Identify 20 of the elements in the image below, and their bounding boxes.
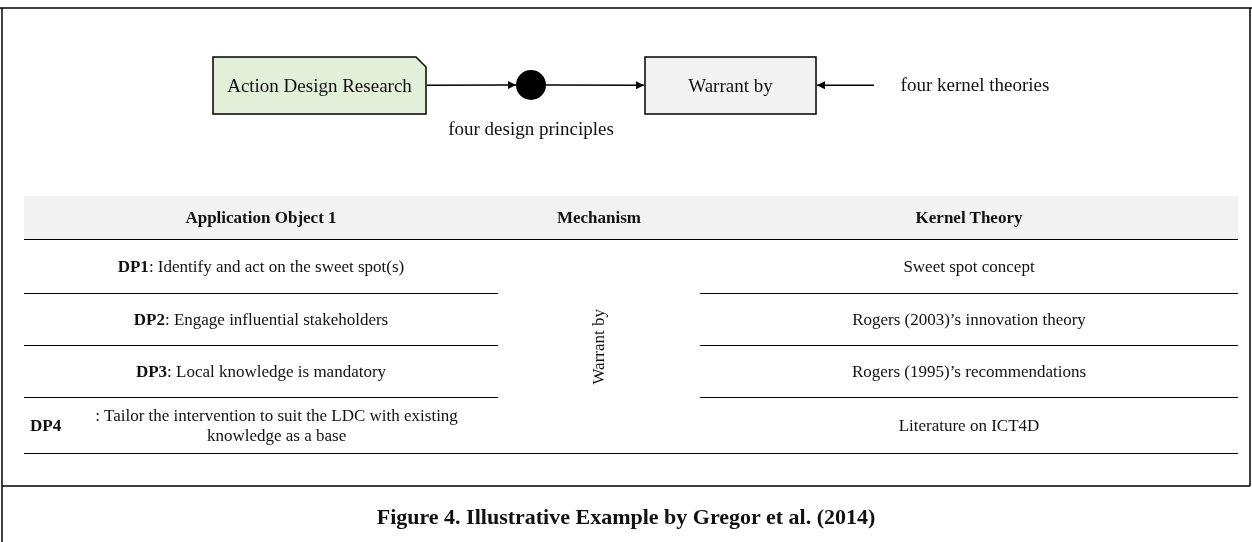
arrow xyxy=(426,81,517,90)
box-label: Warrant by xyxy=(688,74,773,97)
table-cell: Warrant by xyxy=(589,308,609,385)
table-cell: Rogers (1995)’s recommendations xyxy=(700,346,1238,398)
arrow xyxy=(545,81,645,90)
table-cell: Rogers (2003)’s innovation theory xyxy=(700,294,1238,346)
node-caption: four design principles xyxy=(447,118,615,140)
table-cell: DP4: Tailor the intervention to suit the LDC with existing knowledge as a base xyxy=(24,398,498,454)
figure-caption: Figure 4. Illustrative Example by Gregor et al. (2014) xyxy=(375,504,877,530)
table-cell: DP1: Identify and act on the sweet spot(s) xyxy=(24,240,498,294)
table-cell: DP3: Local knowledge is mandatory xyxy=(24,346,498,398)
table-cell: Sweet spot concept xyxy=(700,240,1238,294)
column-header: Application Object 1 xyxy=(24,196,498,240)
table-cell: DP2: Engage influential stakeholders xyxy=(24,294,498,346)
text-label: four kernel theories xyxy=(900,74,1050,96)
column-header: Mechanism xyxy=(498,196,700,240)
column-header: Kernel Theory xyxy=(700,196,1238,240)
arrow xyxy=(816,81,875,90)
table-cell: Literature on ICT4D xyxy=(700,398,1238,454)
box-label: Action Design Research xyxy=(227,74,412,97)
